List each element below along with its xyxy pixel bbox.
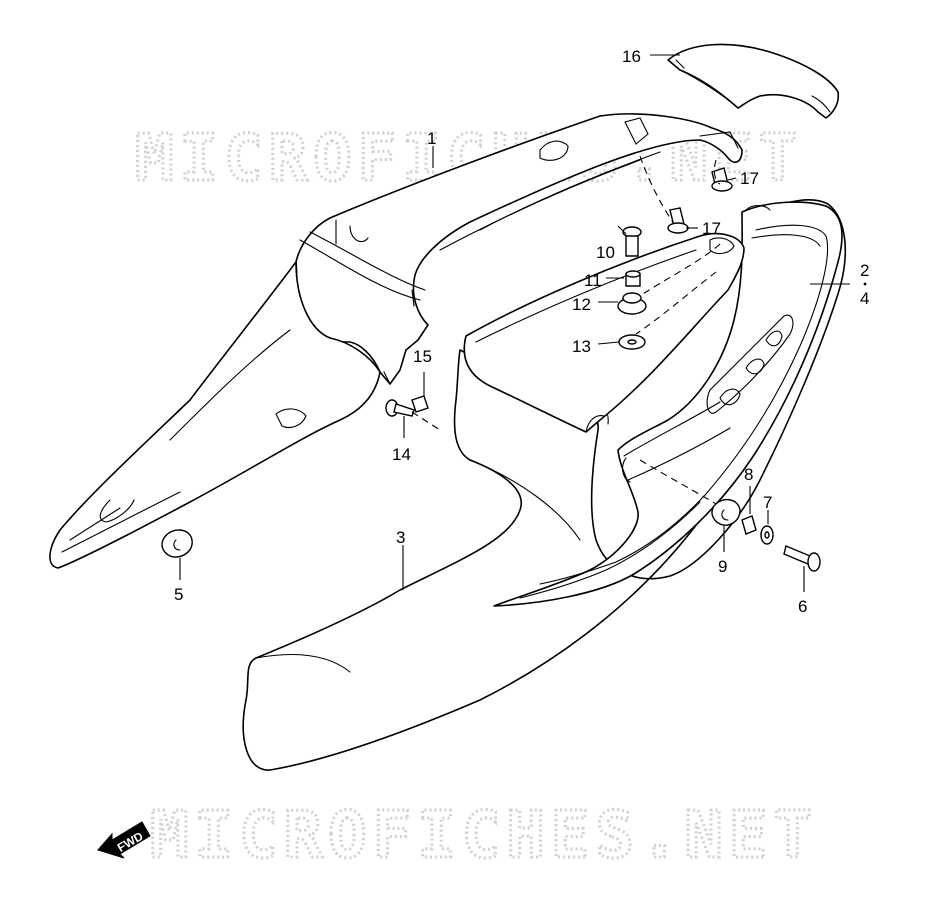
part-2-4-side-cover-right[interactable]	[493, 201, 843, 607]
callout-13: 13	[572, 337, 591, 356]
part-7-washer[interactable]	[760, 525, 774, 545]
callout-8: 8	[744, 465, 753, 484]
callout-7: 7	[763, 493, 772, 512]
callout-15: 15	[413, 347, 432, 366]
fwd-arrow: FWD	[97, 821, 151, 859]
callout-4: 4	[860, 289, 869, 308]
callout-2-4-dot	[863, 282, 867, 286]
part-9-grommet[interactable]	[711, 499, 741, 526]
part-16-tail-cover[interactable]	[667, 43, 840, 119]
callout-10: 10	[596, 243, 615, 262]
callout-9: 9	[718, 557, 727, 576]
part-15-nut[interactable]	[411, 395, 429, 413]
callout-16: 16	[622, 47, 641, 66]
watermark-bottom: MICROFICHES.NET	[150, 799, 818, 873]
part-5-grommet[interactable]	[161, 529, 193, 558]
part-6-bolt[interactable]	[783, 545, 821, 572]
callout-6: 6	[798, 597, 807, 616]
callout-12: 12	[572, 295, 591, 314]
hardware-fasteners	[161, 167, 821, 572]
fwd-arrow-icon	[97, 821, 151, 859]
part-13-washer[interactable]	[618, 334, 646, 350]
callout-1: 1	[427, 129, 436, 148]
part-8-collar[interactable]	[741, 515, 757, 535]
callout-17-lower: 17	[702, 219, 721, 238]
leader-lines	[179, 54, 850, 592]
tail-center-section	[463, 232, 745, 433]
part-14-screw[interactable]	[385, 399, 415, 417]
callout-2: 2	[860, 261, 869, 280]
part-10-bolt[interactable]	[622, 226, 642, 257]
callout-3: 3	[396, 528, 405, 547]
part-17-screw-lower[interactable]	[667, 207, 689, 234]
callout-5: 5	[174, 585, 183, 604]
callout-17-upper: 17	[740, 169, 759, 188]
part-11-collar[interactable]	[625, 270, 641, 287]
callout-14: 14	[392, 445, 411, 464]
callout-11: 11	[584, 271, 602, 290]
part-17-screw-upper[interactable]	[711, 167, 733, 192]
part-12-grommet[interactable]	[617, 292, 647, 315]
callout-labels: 1 2 4 3 5 6 7 8 9 10 11 12 13 14 15 16 1…	[174, 47, 869, 616]
